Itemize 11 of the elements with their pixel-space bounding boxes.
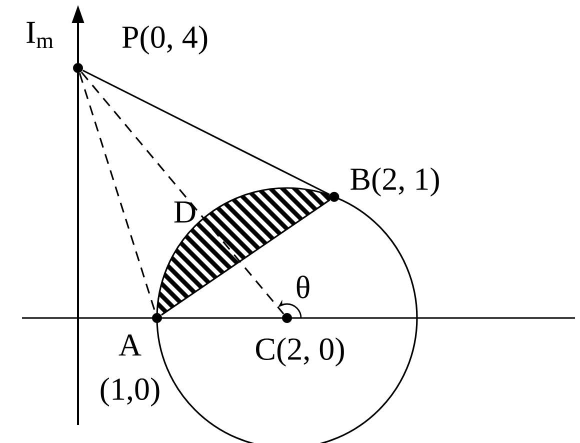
point-label: B(2, 1) <box>350 167 439 196</box>
axis-label: I$_{m}$ <box>26 22 54 48</box>
line <box>161 199 330 316</box>
point-label: A <box>118 334 142 356</box>
angle-label: θ <box>296 276 310 298</box>
line <box>80 72 284 314</box>
point-label: (1,0) <box>100 377 160 406</box>
point-label: P(0, 4) <box>122 25 208 54</box>
line <box>82 70 330 196</box>
point-label: C(2, 0) <box>256 337 344 366</box>
point-label: D <box>174 201 196 222</box>
